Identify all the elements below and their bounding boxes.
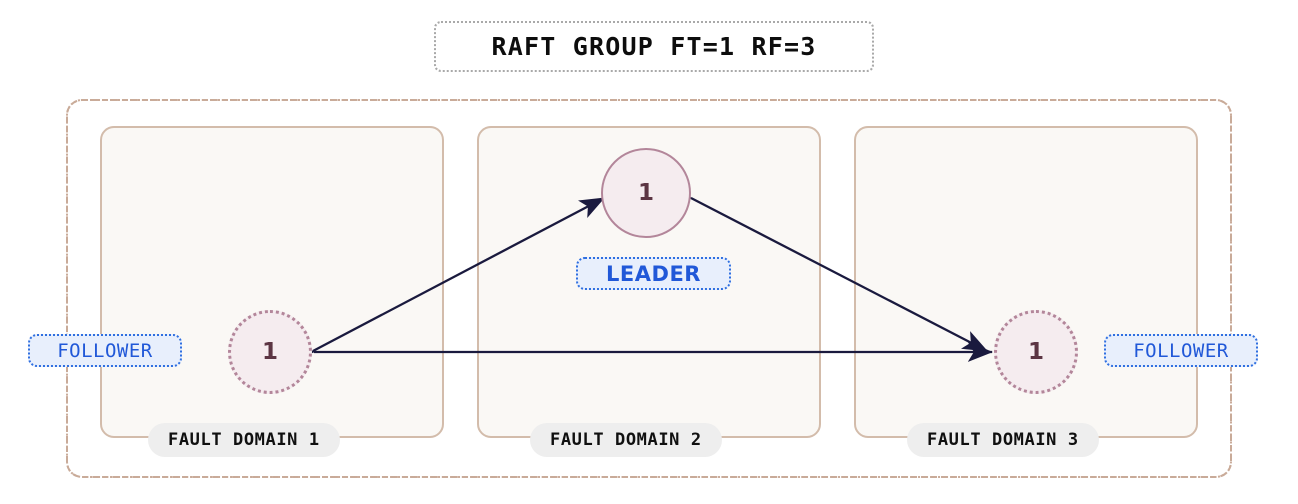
- role-badge-follower-left: FOLLOWER: [28, 334, 182, 367]
- fault-domain-label-3: FAULT DOMAIN 3: [907, 423, 1099, 457]
- node-leader[interactable]: 1: [601, 148, 691, 238]
- diagram-title-box: RAFT GROUP FT=1 RF=3: [434, 21, 874, 72]
- node-follower-left[interactable]: 1: [228, 310, 312, 394]
- node-leader-value: 1: [637, 179, 654, 206]
- diagram-title: RAFT GROUP FT=1 RF=3: [491, 32, 817, 61]
- role-badge-leader: LEADER: [576, 257, 731, 290]
- node-follower-left-value: 1: [261, 338, 278, 365]
- fault-domain-label-2: FAULT DOMAIN 2: [530, 423, 722, 457]
- node-follower-right[interactable]: 1: [994, 310, 1078, 394]
- raft-group-frame: [66, 99, 1232, 478]
- role-badge-follower-right: FOLLOWER: [1104, 334, 1258, 367]
- node-follower-right-value: 1: [1027, 338, 1044, 365]
- fault-domain-label-1: FAULT DOMAIN 1: [148, 423, 340, 457]
